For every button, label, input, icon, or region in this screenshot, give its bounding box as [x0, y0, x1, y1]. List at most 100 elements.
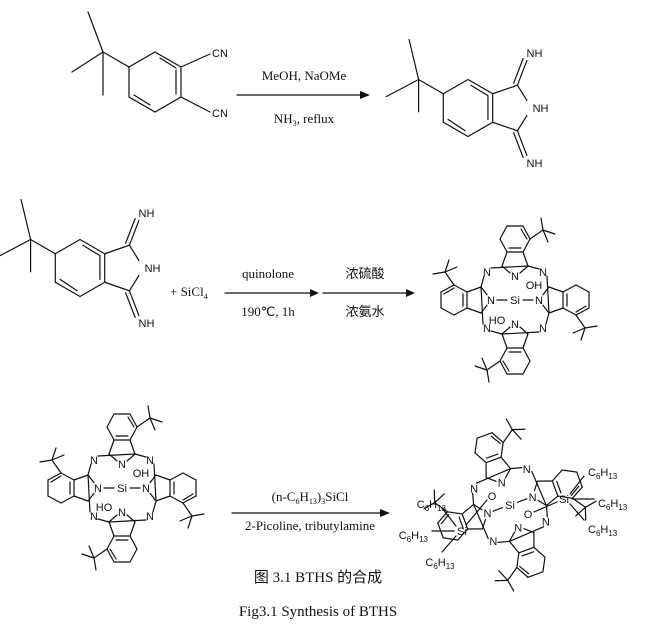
bond	[542, 229, 556, 235]
bond	[108, 439, 115, 455]
bond	[575, 506, 586, 517]
bond	[470, 84, 489, 97]
bond	[152, 500, 157, 513]
bond	[97, 453, 136, 457]
bond	[518, 546, 535, 554]
bond	[104, 281, 130, 292]
caption-english: Fig3.1 Synthesis of BTHS	[239, 604, 397, 620]
aza-n-label: N	[118, 507, 126, 519]
bond	[106, 413, 115, 428]
bond	[519, 565, 530, 575]
bond	[60, 495, 75, 504]
bond	[444, 259, 450, 273]
bond	[442, 537, 459, 541]
meso-n-label: N	[539, 267, 547, 279]
bond	[54, 238, 81, 255]
meso-n-label: N	[146, 511, 154, 523]
bond	[516, 59, 528, 86]
bond	[437, 522, 444, 539]
bond	[124, 218, 136, 244]
aza-n-label: N	[118, 459, 126, 471]
bond	[505, 418, 513, 431]
bond	[516, 130, 528, 157]
bond	[129, 521, 136, 537]
bond	[548, 286, 564, 293]
pyrrole-n-label: N	[142, 483, 150, 495]
imine-nh-label: NH	[527, 158, 543, 170]
bond	[520, 228, 528, 240]
bond	[182, 472, 197, 481]
bond	[441, 535, 457, 553]
bond	[423, 502, 436, 510]
meso-n-label: N	[483, 323, 491, 335]
bond	[527, 571, 544, 578]
bond	[467, 121, 494, 138]
bond	[497, 540, 511, 543]
bond	[108, 521, 115, 537]
bond	[179, 515, 193, 522]
bond	[501, 333, 508, 349]
bond	[500, 441, 504, 458]
pyrrole-n-label: N	[94, 483, 102, 495]
bond	[522, 225, 531, 240]
bond	[540, 217, 544, 231]
bond	[499, 238, 508, 253]
bond	[51, 459, 62, 474]
bond	[126, 514, 136, 523]
hydroxyl-label: HO	[489, 315, 506, 327]
bond	[527, 265, 540, 270]
bond	[440, 284, 455, 293]
conditions-below: 2-Picoline, tributylamine	[245, 518, 375, 533]
bond	[502, 429, 513, 444]
bond	[516, 552, 520, 569]
bond	[519, 265, 529, 274]
hexyl-label: C6H13	[425, 557, 455, 571]
silicon-label: Si	[505, 500, 515, 512]
ring-nh-label: NH	[145, 263, 161, 275]
bond	[542, 286, 550, 296]
bond	[575, 314, 586, 329]
bond	[30, 238, 56, 255]
bond	[182, 495, 197, 504]
bond	[584, 500, 597, 508]
step2-below: 浓氨水	[345, 304, 384, 319]
bond	[169, 472, 184, 481]
bond	[584, 325, 598, 329]
bond	[481, 518, 487, 530]
hydroxyl-label: OH	[526, 280, 543, 292]
bond	[129, 426, 138, 441]
bond	[490, 330, 503, 335]
bond	[106, 426, 115, 441]
reaction-arrow-1: MeOH, NaOMe NH3, reflux	[236, 68, 370, 128]
bond	[149, 492, 157, 502]
meso-n-label: N	[90, 455, 98, 467]
bond	[475, 468, 512, 484]
bond	[79, 238, 106, 255]
bond	[507, 579, 515, 592]
hexyl-label: C6H13	[399, 530, 429, 544]
bond	[508, 531, 516, 542]
bond	[93, 548, 108, 559]
bond	[443, 287, 455, 295]
silicon-label: Si	[457, 526, 467, 538]
sicl4-reagent: + SiCl4	[170, 284, 208, 301]
bond	[499, 360, 508, 375]
bond	[467, 78, 494, 95]
conditions-above: MeOH, NaOMe	[262, 68, 347, 83]
meso-n-label: N	[483, 267, 491, 279]
bond	[533, 546, 546, 558]
bond	[434, 493, 445, 504]
bond	[129, 535, 138, 550]
bond	[571, 486, 583, 499]
bond	[432, 271, 446, 275]
bond	[476, 432, 493, 439]
bond	[440, 307, 455, 316]
conditions-below: NH3, reflux	[274, 111, 335, 128]
bond	[474, 437, 478, 454]
bond	[129, 439, 136, 455]
bond	[480, 286, 484, 325]
bond	[575, 284, 590, 293]
